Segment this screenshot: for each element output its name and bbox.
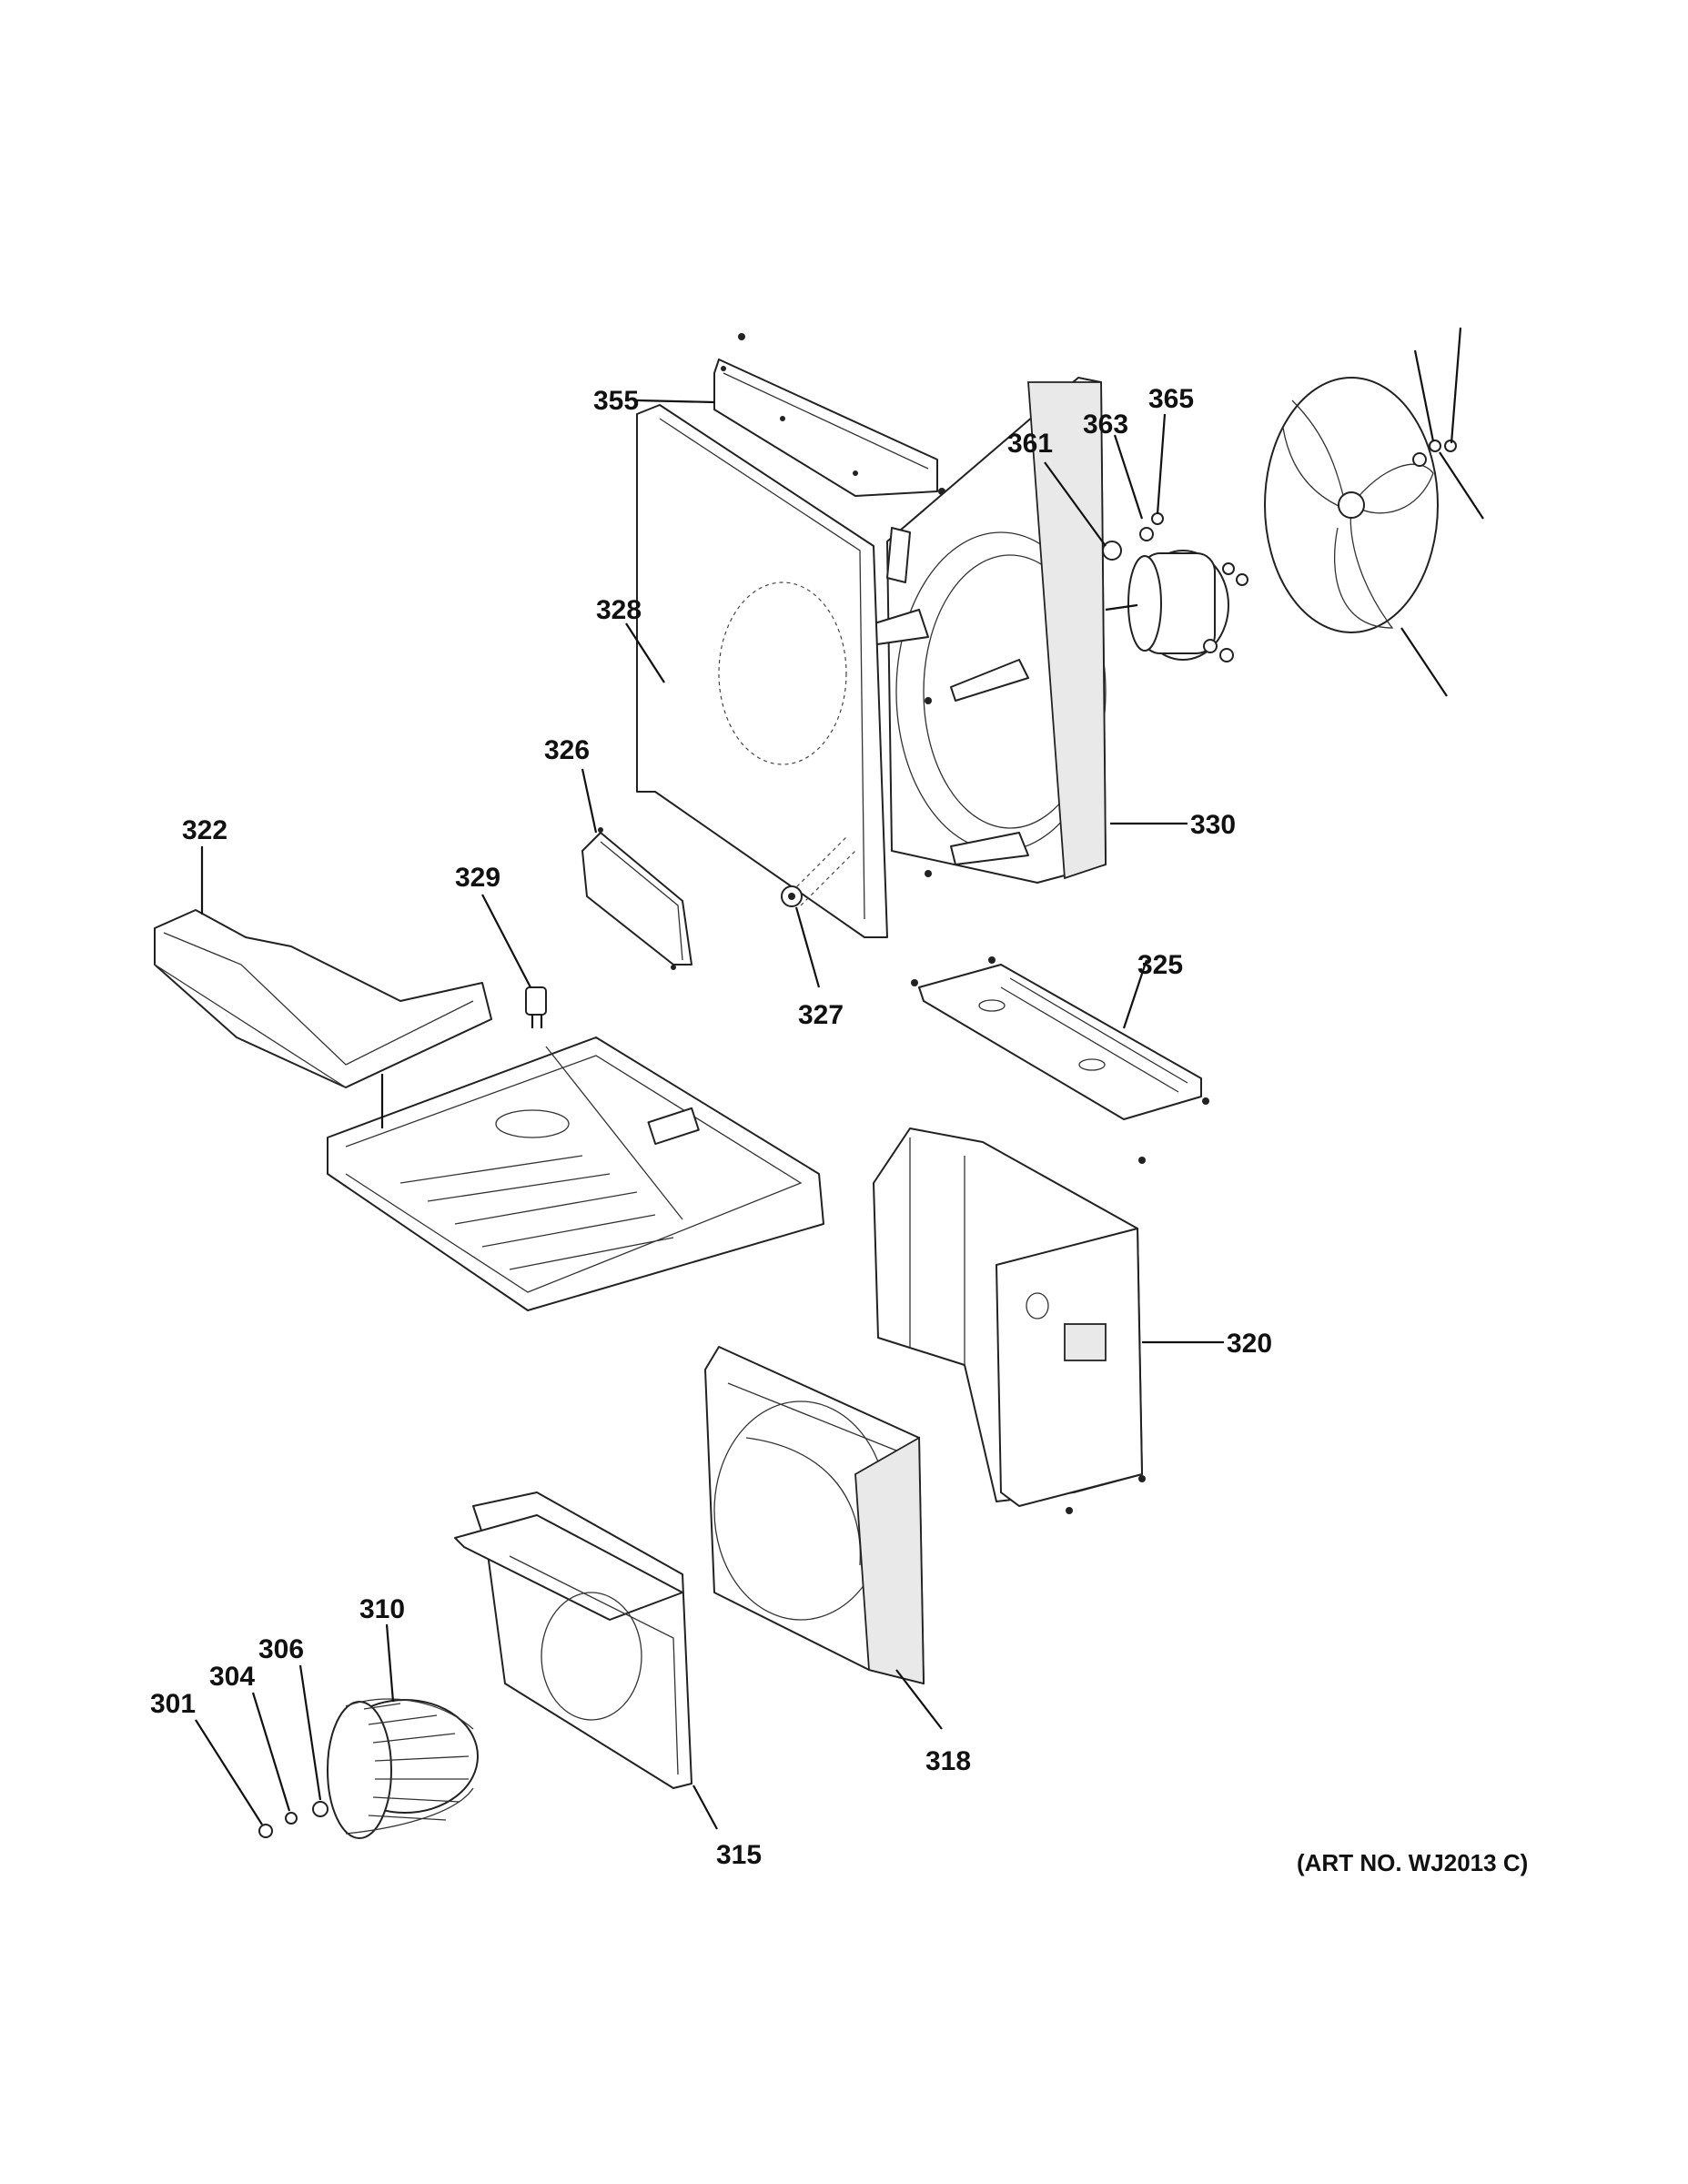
label-329: 329: [455, 863, 500, 893]
hardware-301-304-306-drawing: [258, 1801, 329, 1838]
label-345: 361: [1007, 429, 1053, 459]
part-325-drawing: [911, 956, 1209, 1164]
part-329-drawing: [525, 986, 547, 1028]
base-pan-drawing: [327, 1036, 824, 1311]
leader-lines: [195, 327, 1484, 1830]
label-347: 363: [1083, 410, 1128, 440]
label-304: 304: [209, 1662, 255, 1692]
part-328-drawing: [636, 404, 888, 938]
label-306: 306: [258, 1634, 304, 1664]
part-330-drawing: [824, 377, 1107, 884]
part-327-drawing: [781, 885, 803, 907]
label-338: 355: [593, 386, 639, 416]
label-320: 320: [1227, 1329, 1272, 1359]
part-345-motor-drawing: [1102, 512, 1248, 662]
part-318-drawing: [704, 1346, 925, 1685]
part-320-drawing: [873, 1127, 1146, 1514]
label-328: 328: [596, 595, 642, 625]
part-310-drawing: [327, 1698, 479, 1839]
part-labels: 355 361 363 365 328 330 326 322 329 327 …: [150, 384, 1272, 1870]
label-330: 330: [1190, 810, 1236, 840]
label-322: 322: [182, 815, 227, 845]
part-315-drawing: [454, 1491, 692, 1789]
art-number: (ART NO. WJ2013 C): [1297, 1849, 1528, 1876]
label-325: 325: [1137, 950, 1183, 980]
label-301: 301: [150, 1689, 196, 1719]
part-326-drawing: [581, 827, 692, 970]
label-310: 310: [359, 1594, 405, 1624]
label-327: 327: [798, 1000, 844, 1030]
label-326: 326: [544, 735, 590, 765]
part-322-drawing: [154, 909, 492, 1088]
label-348: 365: [1148, 384, 1194, 414]
part-355-fan-blade-drawing: [1264, 377, 1457, 633]
label-315: 315: [716, 1840, 762, 1870]
label-318: 318: [925, 1746, 971, 1776]
